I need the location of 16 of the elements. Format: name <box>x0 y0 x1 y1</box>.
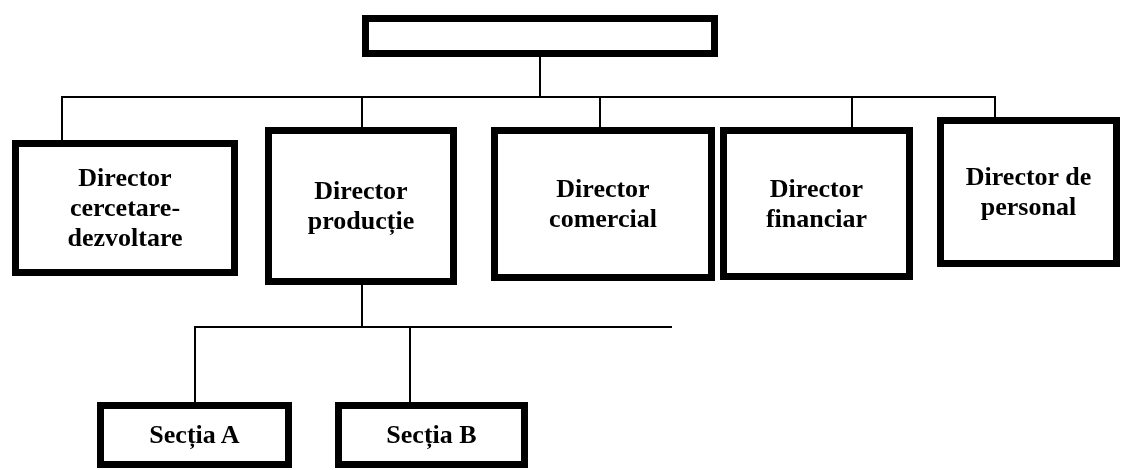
position-box <box>491 127 715 281</box>
position-box <box>720 127 913 280</box>
position-box <box>265 127 457 285</box>
empty-box <box>362 15 718 57</box>
position-box <box>937 117 1120 267</box>
position-box <box>335 402 528 468</box>
node-label: Director cercetare-dezvoltare <box>66 163 184 253</box>
position-box <box>97 402 292 468</box>
node-label: Director de personal <box>964 162 1093 222</box>
node-label: Director producție <box>306 176 416 236</box>
node-label: Director financiar <box>764 173 869 234</box>
position-box <box>12 140 238 276</box>
connector-line <box>361 284 673 328</box>
node-label: Director comercial <box>548 174 658 234</box>
node-label: Secția B <box>386 420 477 450</box>
node-label: Secția A <box>149 420 240 450</box>
